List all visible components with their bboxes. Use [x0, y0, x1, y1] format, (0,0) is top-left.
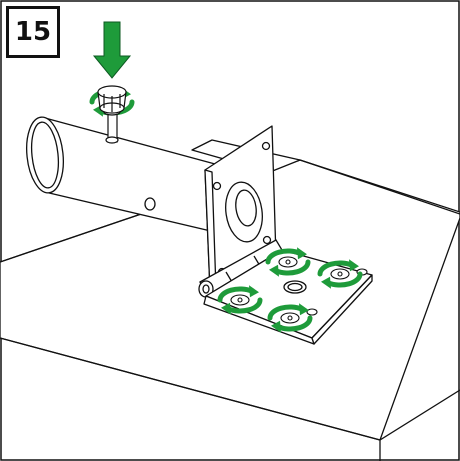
rotate-arrow-icon [265, 247, 311, 277]
screw-2 [330, 268, 350, 280]
rotate-arrow-icon [317, 259, 363, 289]
step-number: 15 [6, 6, 60, 58]
base-screws [230, 256, 368, 324]
down-arrow-icon [92, 21, 132, 79]
screw-1 [278, 256, 298, 268]
rotate-arrow-icon [267, 303, 313, 333]
thumb-screw [97, 85, 127, 144]
screw-4 [280, 312, 300, 324]
rotate-arrow-icon [217, 285, 263, 315]
screw-3 [230, 294, 250, 306]
